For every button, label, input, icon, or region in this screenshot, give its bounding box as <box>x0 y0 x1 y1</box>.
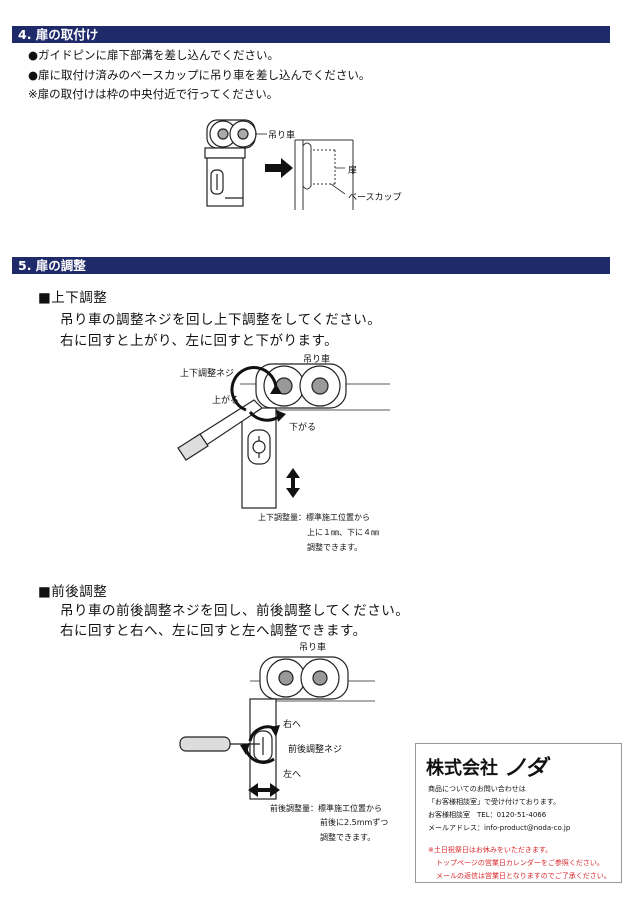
label-wheel: 吊り車 <box>268 131 296 141</box>
contact-box: 株式会社 ノダ 商品についてのお問い合わせは 「お客様相談室」で受け付けておりま… <box>415 743 622 883</box>
frontback-adjust-diagram <box>179 656 375 800</box>
section-4-title: 4. 扉の取付け <box>18 27 99 42</box>
wheel-install-diagram <box>204 119 354 210</box>
frontback-adjust-heading: ■前後調整 <box>38 584 108 600</box>
label-left: 左へ <box>283 770 302 780</box>
section-4-header: 4. 扉の取付け <box>12 26 610 43</box>
instruction-line: ●扉に取付け済みのベースカップに吊り車を差し込んでください。 <box>28 68 371 82</box>
contact-line: 商品についてのお問い合わせは <box>428 785 526 793</box>
instruction-line: 右に回すと上がり、左に回すと下がります。 <box>60 333 339 349</box>
label-right: 右へ <box>283 720 302 730</box>
label-base-cup: ベースカップ <box>348 193 402 203</box>
contact-line: 「お客様相談室」で受け付けております。 <box>428 798 561 806</box>
instruction-line: ●ガイドピンに扉下部溝を差し込んでください。 <box>28 48 279 62</box>
holiday-notice: メールの返信は営業日となりますのでご了承ください。 <box>436 872 611 880</box>
label-wheel: 吊り車 <box>299 643 327 653</box>
company-logo: ノダ <box>504 756 547 781</box>
instruction-note: ※扉の取付けは枠の中央付近で行ってください。 <box>28 87 279 101</box>
instruction-line: 吊り車の前後調整ネジを回し、前後調整してください。 <box>60 603 410 619</box>
instruction-line: 右に回すと右へ、左に回すと左へ調整できます。 <box>60 623 367 639</box>
label-vertical-screw: 上下調整ネジ <box>180 369 235 379</box>
frontback-adjust-note: 前後調整量：標準施工位置から <box>270 804 382 813</box>
instruction-line: 吊り車の調整ネジを回し上下調整をしてください。 <box>60 312 382 328</box>
label-frontback-screw: 前後調整ネジ <box>288 745 343 755</box>
contact-phone: お客様相談室 TEL：0120-51-4066 <box>428 811 547 819</box>
label-door: 扉 <box>348 166 358 176</box>
vertical-adjust-note: 上に１㎜、下に４㎜ <box>307 528 379 537</box>
frontback-adjust-note: 前後に2.5mmずつ <box>320 818 389 827</box>
holiday-notice: ※土日祝祭日はお休みをいただきます。 <box>428 846 553 854</box>
label-wheel: 吊り車 <box>303 355 331 365</box>
frontback-adjust-note: 調整できます。 <box>320 833 376 842</box>
section-5-header: 5. 扉の調整 <box>12 257 610 274</box>
label-up: 上がる <box>212 396 240 406</box>
company-name: 株式会社 <box>426 758 498 779</box>
vertical-adjust-heading: ■上下調整 <box>38 290 108 306</box>
vertical-adjust-diagram <box>177 363 390 509</box>
vertical-adjust-note: 上下調整量：標準施工位置から <box>258 513 370 522</box>
label-down: 下がる <box>289 423 317 433</box>
holiday-notice: トップページの営業日カレンダーをご参照ください。 <box>436 859 604 867</box>
contact-email: メールアドレス：info-product@noda-co.jp <box>428 824 571 832</box>
vertical-adjust-note: 調整できます。 <box>307 543 363 552</box>
section-5-title: 5. 扉の調整 <box>18 258 86 273</box>
